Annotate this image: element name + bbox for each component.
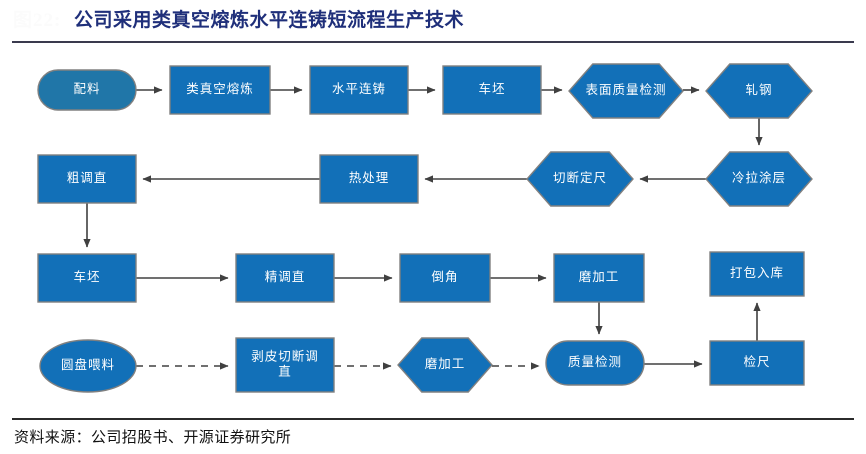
flowchart-canvas: 配料类真空熔炼水平连铸车坯表面质量检测轧钢冷拉涂层切断定尺热处理粗调直车坯精调直… <box>37 63 813 393</box>
flow-node-shape-hexagon <box>705 151 813 207</box>
flow-node[interactable]: 热处理 <box>319 154 419 204</box>
flow-node-label: 类真空熔炼 <box>186 81 254 96</box>
flow-node-label: 表面质量检测 <box>585 82 666 97</box>
flow-node-label: 倒角 <box>431 270 458 284</box>
flow-node[interactable]: 剥皮切断调直 <box>235 337 335 393</box>
flow-node-shape-hexagon <box>568 63 684 119</box>
flow-node[interactable]: 圆盘喂料 <box>39 339 137 393</box>
flow-node[interactable]: 质量检测 <box>545 340 645 386</box>
flow-node[interactable]: 磨加工 <box>397 337 493 393</box>
flow-node-shape-hexagon <box>705 63 813 119</box>
flow-node-label: 车坯 <box>73 269 100 284</box>
flow-node[interactable]: 轧钢 <box>705 63 813 119</box>
flow-node[interactable]: 车坯 <box>37 253 137 303</box>
flow-node[interactable]: 磨加工 <box>553 253 645 303</box>
flow-node-label: 配料 <box>73 82 100 96</box>
flow-node-shape-hexagon <box>397 337 493 393</box>
flow-node[interactable]: 配料 <box>37 69 137 111</box>
flow-node-label: 粗调直 <box>67 171 108 185</box>
flow-node-shape-stadium <box>545 340 645 386</box>
flow-node-label: 水平连铸 <box>332 81 386 96</box>
flow-node-shape-ellipse <box>39 339 137 393</box>
node-group: 配料类真空熔炼水平连铸车坯表面质量检测轧钢冷拉涂层切断定尺热处理粗调直车坯精调直… <box>37 63 813 393</box>
page-title: 公司采用类真空熔炼水平连铸短流程生产技术 <box>74 10 465 31</box>
flow-node-shape-rect <box>709 340 805 386</box>
flow-node-shape-hexagon <box>526 151 634 207</box>
flow-node-shape-rect <box>442 65 542 115</box>
flow-node-label: 打包入库 <box>730 265 784 280</box>
flow-node-shape-rect <box>309 65 409 115</box>
flow-node[interactable]: 检尺 <box>709 340 805 386</box>
flow-node[interactable]: 粗调直 <box>37 154 137 204</box>
flow-node-shape-rect <box>169 65 271 115</box>
flow-node-shape-rect <box>235 337 335 393</box>
flow-node-shape-stadium <box>37 69 137 111</box>
flow-node[interactable]: 表面质量检测 <box>568 63 684 119</box>
flow-node[interactable]: 倒角 <box>399 253 491 303</box>
flow-node-label: 车坯 <box>478 81 505 96</box>
footer-divider <box>12 418 854 420</box>
flow-node-label: 检尺 <box>743 354 770 369</box>
flow-node-label: 热处理 <box>349 171 390 185</box>
flow-node-label: 磨加工 <box>579 270 620 284</box>
flow-node-shape-rect <box>235 253 335 303</box>
flow-node-label: 剥皮切断调直 <box>251 348 319 378</box>
flow-node[interactable]: 水平连铸 <box>309 65 409 115</box>
flow-node[interactable]: 车坯 <box>442 65 542 115</box>
flow-node-shape-rect <box>709 251 805 297</box>
flow-node-shape-rect <box>37 253 137 303</box>
connector-group <box>83 86 763 370</box>
flow-node-shape-rect <box>37 154 137 204</box>
flow-node-shape-rect <box>553 253 645 303</box>
header-divider <box>12 41 854 43</box>
flow-node[interactable]: 冷拉涂层 <box>705 151 813 207</box>
flow-node-label: 切断定尺 <box>553 170 607 185</box>
flow-node[interactable]: 打包入库 <box>709 251 805 297</box>
flow-node[interactable]: 精调直 <box>235 253 335 303</box>
flow-node[interactable]: 类真空熔炼 <box>169 65 271 115</box>
flow-node-label: 质量检测 <box>568 354 622 369</box>
flow-node-shape-rect <box>319 154 419 204</box>
figure-number: 图22: <box>13 10 62 31</box>
flow-node[interactable]: 切断定尺 <box>526 151 634 207</box>
flow-node-label: 圆盘喂料 <box>61 357 115 372</box>
source-note: 资料来源：公司招股书、开源证券研究所 <box>14 430 292 446</box>
flow-node-label: 磨加工 <box>425 357 466 371</box>
flow-node-shape-rect <box>399 253 491 303</box>
flow-node-label: 冷拉涂层 <box>732 170 786 185</box>
flow-node-label: 精调直 <box>265 270 306 284</box>
flow-node-label: 轧钢 <box>745 83 772 97</box>
